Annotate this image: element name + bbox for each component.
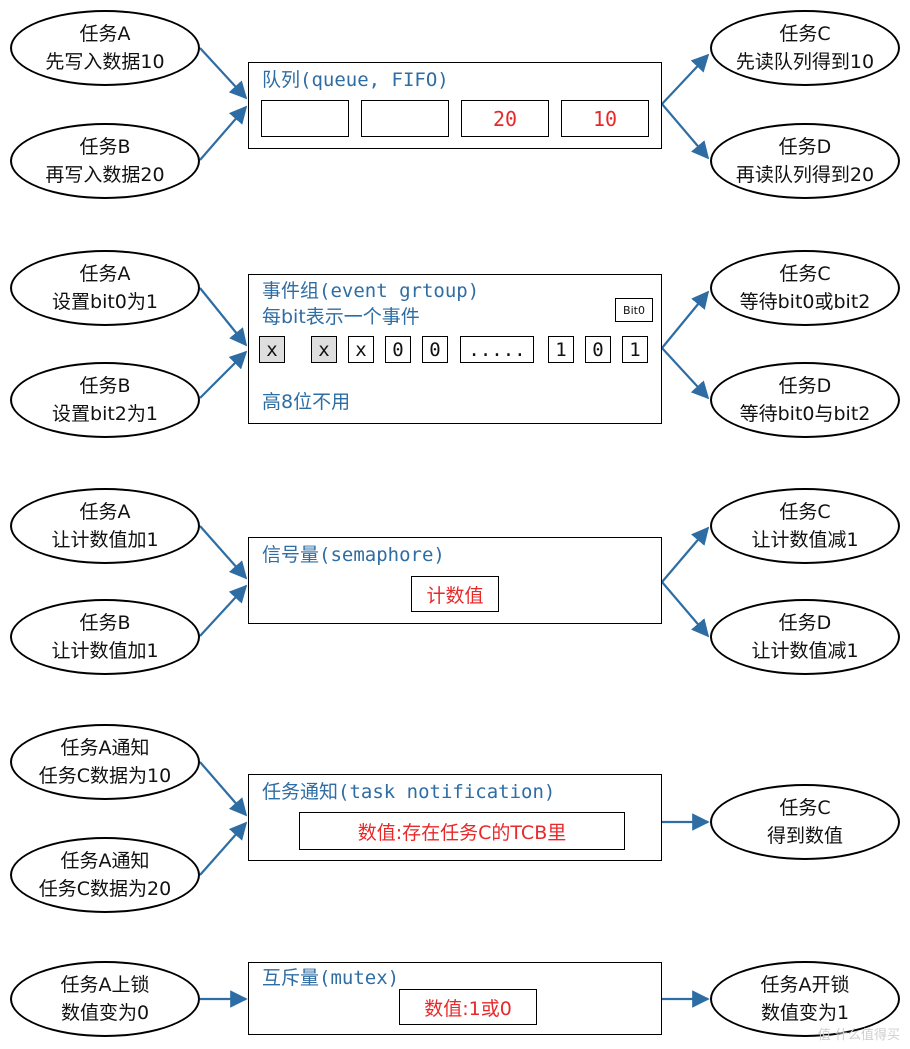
task-oval: 任务D 再读队列得到20 [710,123,900,199]
task-detail: 数值变为0 [60,1002,150,1024]
arrow-event-out-c [661,290,710,349]
event-bit: 0 [385,336,411,363]
task-oval: 任务C 让计数值减1 [710,488,900,564]
task-notification-panel: 任务通知(task notification) 数值:存在任务C的TCB里 [248,774,662,861]
task-label: 任务B [79,136,131,158]
semaphore-panel: 信号量(semaphore) 计数值 [248,537,662,624]
panel-title: 队列(queue, FIFO) [262,69,449,91]
count-value-box: 计数值 [411,576,499,612]
task-detail: 先写入数据10 [45,51,165,73]
task-oval: 任务A开锁 数值变为1 [710,961,900,1037]
arrow-notify-in-b [199,821,248,876]
arrow-event-in-a [199,287,248,347]
queue-cell: 20 [461,100,549,137]
task-detail: 先读队列得到10 [735,51,875,73]
task-label: 任务C [779,501,831,523]
panel-title: 信号量(semaphore) [262,544,445,566]
queue-cell [261,100,349,137]
task-oval: 任务A 设置bit0为1 [10,250,200,326]
task-label: 任务B [79,375,131,397]
task-detail: 任务C数据为20 [38,878,172,900]
task-label: 任务C [779,263,831,285]
task-label: 任务A通知 [60,850,150,872]
arrow-queue-in-a [199,47,248,100]
event-bit: x [348,336,374,363]
task-oval: 任务A 让计数值加1 [10,488,200,564]
task-oval: 任务A 先写入数据10 [10,10,200,86]
task-oval: 任务C 得到数值 [710,784,900,860]
arrow-event-in-b [199,350,248,399]
mutex-panel: 互斥量(mutex) 数值:1或0 [248,962,662,1035]
task-oval: 任务A通知 任务C数据为20 [10,837,200,913]
arrow-queue-out-d [661,103,710,160]
event-bit: 0 [422,336,448,363]
task-detail: 等待bit0与bit2 [739,403,871,425]
bit0-label: Bit0 [615,298,653,322]
task-label: 任务C [779,797,831,819]
panel-title: 互斥量(mutex) [262,967,400,989]
task-oval: 任务B 让计数值加1 [10,599,200,675]
arrow-notify-in-a [199,761,248,817]
arrow-sem-in-a [199,525,248,580]
task-detail: 数值变为1 [760,1002,850,1024]
arrow-queue-out-c [661,53,710,105]
event-bit: ..... [460,336,534,363]
task-oval: 任务B 设置bit2为1 [10,362,200,438]
task-label: 任务D [778,375,832,397]
mutex-value-box: 数值:1或0 [399,989,537,1025]
event-bit: 0 [585,336,611,363]
panel-title: 事件组(event grtoup) [262,280,480,302]
task-detail: 得到数值 [766,825,843,847]
arrow-event-out-d [661,347,710,400]
event-bit: 1 [622,336,648,363]
task-oval: 任务C 等待bit0或bit2 [710,250,900,326]
task-oval: 任务D 让计数值减1 [710,599,900,675]
queue-cell: 10 [561,100,649,137]
arrow-sem-out-c [661,526,710,583]
task-oval: 任务A通知 任务C数据为10 [10,724,200,800]
task-label: 任务A上锁 [60,974,150,996]
event-bit: 1 [548,336,574,363]
task-oval: 任务D 等待bit0与bit2 [710,362,900,438]
event-bit: x [259,336,285,363]
task-oval: 任务C 先读队列得到10 [710,10,900,86]
watermark: 值 什么值得买 [817,1028,900,1043]
task-detail: 让计数值加1 [51,529,159,551]
task-detail: 设置bit2为1 [52,403,158,425]
task-label: 任务A通知 [60,737,150,759]
arrow-sem-in-b [199,584,248,637]
task-label: 任务C [779,23,831,45]
queue-panel: 队列(queue, FIFO) 20 10 [248,62,662,149]
panel-title: 任务通知(task notification) [262,781,556,803]
task-label: 任务A开锁 [760,974,850,996]
arrow-sem-out-d [661,581,710,638]
task-detail: 让计数值减1 [751,529,859,551]
task-label: 任务D [778,136,832,158]
high-bits-note: 高8位不用 [262,391,351,413]
task-label: 任务A [79,263,131,285]
event-bit: x [311,336,337,363]
task-detail: 再读队列得到20 [735,164,875,186]
task-detail: 等待bit0或bit2 [739,291,871,313]
task-detail: 让计数值加1 [51,640,159,662]
arrow-queue-in-b [199,105,248,161]
task-detail: 设置bit0为1 [52,291,158,313]
task-label: 任务A [79,23,131,45]
task-oval: 任务A上锁 数值变为0 [10,961,200,1037]
task-label: 任务B [79,612,131,634]
task-detail: 让计数值减1 [751,640,859,662]
queue-cell [361,100,449,137]
task-detail: 再写入数据20 [45,164,165,186]
task-oval: 任务B 再写入数据20 [10,123,200,199]
task-detail: 任务C数据为10 [38,765,172,787]
notification-value-box: 数值:存在任务C的TCB里 [299,812,625,850]
task-label: 任务A [79,501,131,523]
task-label: 任务D [778,612,832,634]
panel-subtitle: 每bit表示一个事件 [262,306,420,328]
